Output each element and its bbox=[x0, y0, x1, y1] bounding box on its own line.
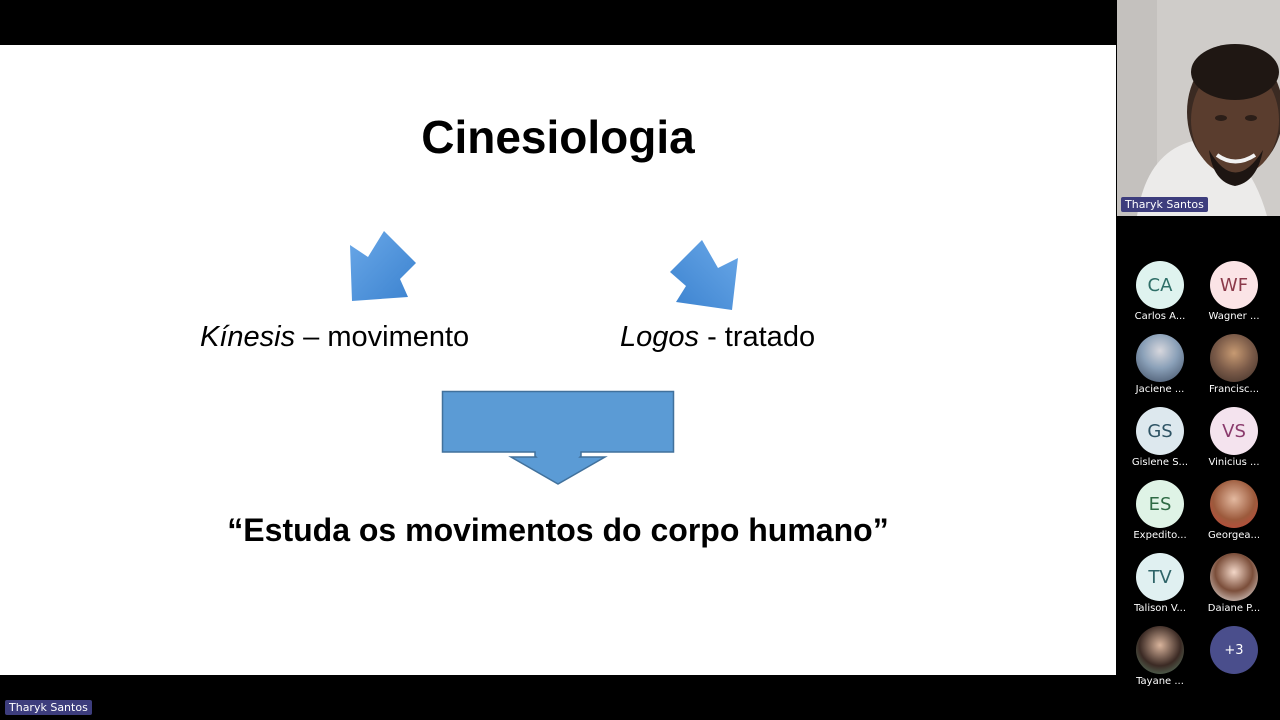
participant-name: Francisc... bbox=[1208, 384, 1260, 395]
speaker-video-icon bbox=[1117, 0, 1280, 216]
participant-name: Daiane P... bbox=[1207, 603, 1261, 614]
participant-name: Georgea... bbox=[1207, 530, 1261, 541]
participant-tile[interactable]: Daiane P... bbox=[1199, 553, 1269, 616]
participant-name: Gislene S... bbox=[1131, 457, 1189, 468]
participant-name: Expedito... bbox=[1133, 530, 1187, 541]
participant-tile[interactable]: TV Talison V... bbox=[1125, 553, 1195, 616]
term-kinesis-word: Kínesis bbox=[200, 321, 296, 353]
participant-photo-icon bbox=[1210, 480, 1258, 528]
participant-tile[interactable]: CA Carlos A... bbox=[1125, 261, 1195, 324]
left-arrow-icon bbox=[350, 231, 416, 301]
participant-avatar: GS bbox=[1136, 407, 1184, 455]
participant-avatar: CA bbox=[1136, 261, 1184, 309]
participant-avatar: TV bbox=[1136, 553, 1184, 601]
term-kinesis-meaning: – movimento bbox=[295, 321, 470, 353]
participant-photo-icon bbox=[1136, 626, 1184, 674]
term-logos-word: Logos bbox=[620, 321, 700, 353]
more-participants-count: +3 bbox=[1210, 626, 1258, 674]
participant-tile[interactable]: WF Wagner ... bbox=[1199, 261, 1269, 324]
shared-slide: Cinesiologia Kínesis – movimento bbox=[0, 45, 1116, 675]
participant-photo-icon bbox=[1210, 334, 1258, 382]
participant-name: Vinicius ... bbox=[1208, 457, 1260, 468]
participant-name: Carlos A... bbox=[1134, 311, 1186, 322]
right-arrow-icon bbox=[670, 240, 738, 310]
presenter-name-tag: Tharyk Santos bbox=[5, 700, 92, 715]
more-participants-button[interactable]: +3 bbox=[1199, 626, 1269, 674]
speaker-name-tag: Tharyk Santos bbox=[1121, 197, 1208, 212]
participant-name: Jaciene ... bbox=[1135, 384, 1185, 395]
participant-photo-icon bbox=[1210, 553, 1258, 601]
participant-avatar: ES bbox=[1136, 480, 1184, 528]
participant-tile[interactable]: Tayane ... bbox=[1125, 626, 1195, 689]
participant-tile[interactable]: VS Vinicius ... bbox=[1199, 407, 1269, 470]
slide-title: Cinesiologia bbox=[421, 111, 695, 163]
participant-tile[interactable]: Georgea... bbox=[1199, 480, 1269, 543]
participant-name: Wagner ... bbox=[1208, 311, 1260, 322]
participant-avatar: WF bbox=[1210, 261, 1258, 309]
slide-quote: “Estuda os movimentos do corpo humano” bbox=[227, 512, 889, 548]
participant-tile[interactable]: ES Expedito... bbox=[1125, 480, 1195, 543]
down-callout-shape bbox=[441, 390, 675, 485]
speaker-video-tile[interactable]: Tharyk Santos bbox=[1117, 0, 1280, 216]
participant-tile[interactable]: Francisc... bbox=[1199, 334, 1269, 397]
participant-photo-icon bbox=[1136, 334, 1184, 382]
participant-name: Talison V... bbox=[1133, 603, 1187, 614]
term-logos: Logos - tratado bbox=[620, 320, 815, 354]
term-logos-meaning: - tratado bbox=[699, 321, 816, 353]
presentation-stage: Cinesiologia Kínesis – movimento bbox=[0, 45, 1116, 715]
participant-tile[interactable]: Jaciene ... bbox=[1125, 334, 1195, 397]
participant-name: Tayane ... bbox=[1136, 676, 1184, 687]
participant-avatar: VS bbox=[1210, 407, 1258, 455]
participants-panel: CA Carlos A... WF Wagner ... Jaciene ... Fran… bbox=[1116, 216, 1280, 720]
term-kinesis: Kínesis – movimento bbox=[200, 320, 469, 354]
participant-tile[interactable]: GS Gislene S... bbox=[1125, 407, 1195, 470]
